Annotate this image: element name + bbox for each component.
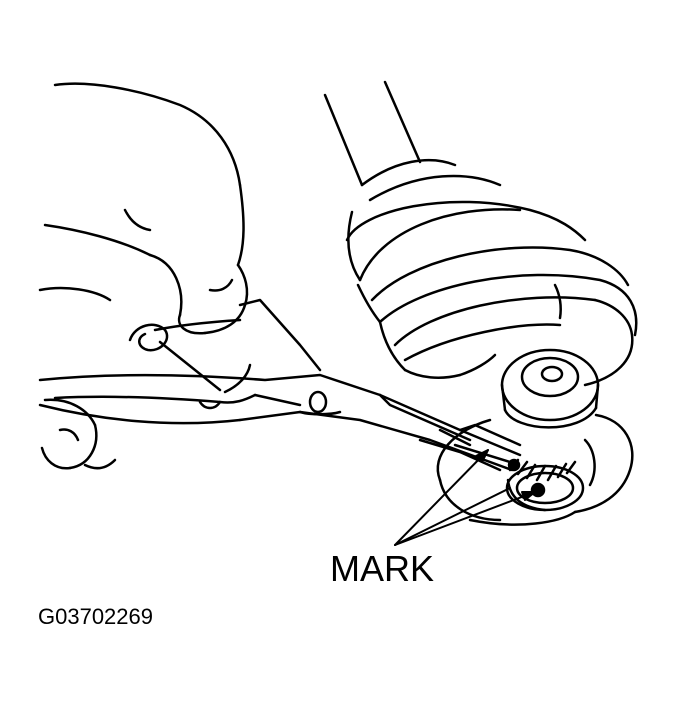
pliers-spring <box>128 298 322 392</box>
cv-boot <box>345 159 638 387</box>
mark-label: MARK <box>330 548 435 589</box>
cv-joint-housing <box>436 348 634 526</box>
snap-ring-pliers <box>38 363 522 472</box>
figure-code: G03702269 <box>38 604 153 629</box>
hand <box>38 82 249 470</box>
splined-hub <box>505 458 585 512</box>
mark-leader-lines <box>394 449 536 546</box>
drive-shaft <box>323 80 422 187</box>
